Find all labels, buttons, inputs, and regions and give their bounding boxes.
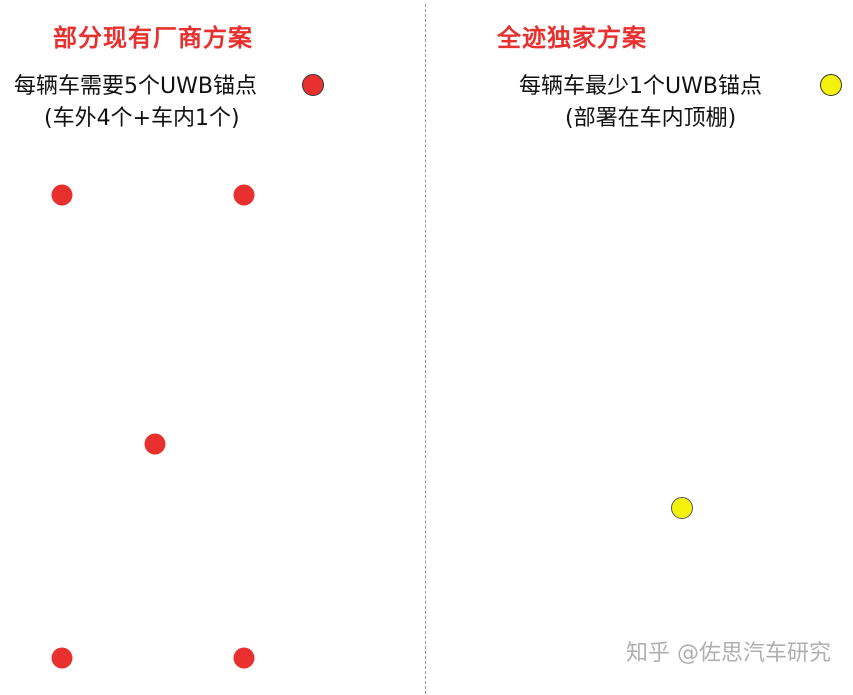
right-anchor-count: 每辆车最少1个UWB锚点 xyxy=(519,68,762,100)
left-anchor-detail: (车外4个+车内1个) xyxy=(44,100,240,132)
panel-divider xyxy=(425,4,426,694)
right-anchor-detail: (部署在车内顶棚) xyxy=(565,100,736,132)
anchor-rear-right xyxy=(234,648,255,669)
right-title: 全迹独家方案 xyxy=(359,18,785,53)
left-panel: 部分现有厂商方案 每辆车需要5个UWB锚点 (车外4个+车内1个) xyxy=(0,0,426,695)
anchor-roof-center xyxy=(672,498,693,519)
left-anchor-count: 每辆车需要5个UWB锚点 xyxy=(14,68,257,100)
anchor-interior-center xyxy=(145,434,166,455)
left-car-diagram xyxy=(2,150,302,695)
anchor-front-right xyxy=(234,185,255,206)
left-title: 部分现有厂商方案 xyxy=(0,18,366,53)
right-panel: 全迹独家方案 每辆车最少1个UWB锚点 (部署在车内顶棚) xyxy=(427,0,853,695)
watermark-text: 知乎 @佐思汽车研究 xyxy=(626,635,831,667)
right-car-diagram xyxy=(532,150,832,695)
right-legend-yellow-dot xyxy=(820,74,842,96)
anchor-rear-left xyxy=(52,648,73,669)
anchor-front-left xyxy=(52,185,73,206)
left-legend-red-dot xyxy=(302,74,324,96)
